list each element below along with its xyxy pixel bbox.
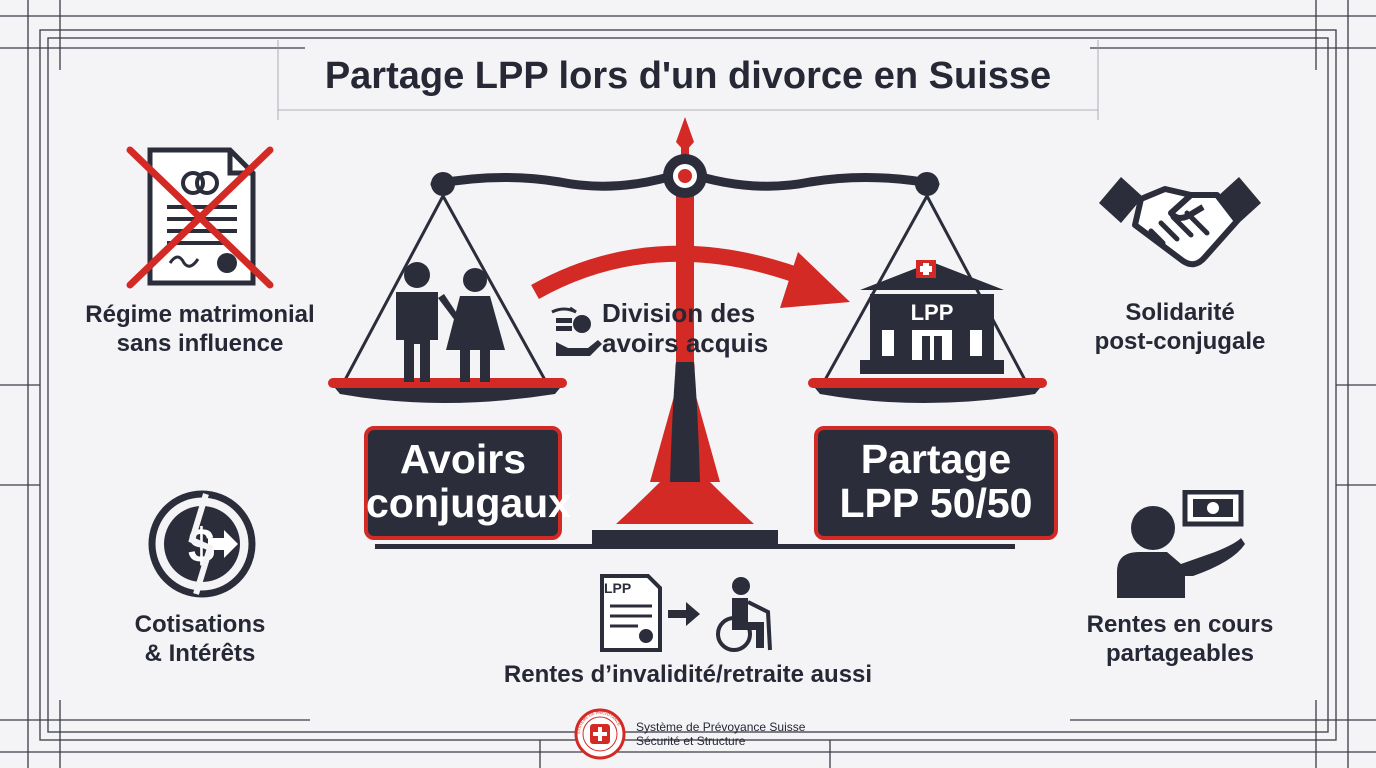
balance-scale: [328, 117, 1058, 549]
scale-right-box: Partage LPP 50/50: [816, 437, 1056, 525]
right-top-caption: Solidarité post-conjugale: [1030, 298, 1330, 356]
arrow-label-line1: Division des: [602, 298, 756, 328]
scale-right-line1: Partage: [860, 436, 1012, 482]
lpp-document-to-wheelchair-icon: [600, 574, 772, 652]
left-top-caption: Régime matrimonial sans influence: [50, 300, 350, 358]
arrow-label-line2: avoirs acquis: [602, 328, 769, 358]
crossed-marriage-certificate-icon: [126, 146, 274, 289]
left-top-line2: sans influence: [116, 330, 284, 357]
footer-line2: Sécurité et Structure: [636, 734, 746, 748]
person-receiving-money-icon: [1117, 490, 1245, 598]
page-title: Partage LPP lors d'un divorce en Suisse: [324, 55, 1052, 97]
footer-line1: Système de Prévoyance Suisse: [636, 720, 806, 734]
scale-left-line2: conjugaux: [366, 480, 572, 526]
scale-left-box: Avoirs conjugaux: [366, 436, 572, 526]
seal-ring-text: SYSTÈME DE PRÉVOYANCE: [576, 710, 622, 734]
left-bottom-line2: & Intérêts: [144, 640, 256, 667]
right-bottom-line2: partageables: [1105, 640, 1255, 667]
bottom-center-caption: Rentes d’invalidité/retraite aussi: [503, 661, 873, 688]
right-bottom-line1: Rentes en cours: [1086, 611, 1274, 638]
arrow-label: Division des avoirs acquis: [602, 298, 822, 358]
handshake-icon: [1099, 177, 1261, 268]
footer-text: Système de Prévoyance Suisse Sécurité et…: [636, 720, 805, 748]
swiss-seal-icon: [574, 708, 626, 760]
scale-right-line2: LPP 50/50: [839, 480, 1033, 526]
left-bottom-line1: Cotisations: [134, 611, 266, 638]
doc-label: LPP: [604, 580, 632, 596]
right-top-line1: Solidarité: [1125, 299, 1235, 326]
scale-left-line1: Avoirs: [399, 436, 527, 482]
right-top-line2: post-conjugale: [1094, 328, 1266, 355]
left-bottom-caption: Cotisations & Intérêts: [50, 610, 350, 668]
left-top-line1: Régime matrimonial: [85, 301, 315, 328]
dollar-arrow-icon: $: [148, 490, 256, 598]
svg-text:SYSTÈME DE PRÉVOYANCE: SYSTÈME DE PRÉVOYANCE: [576, 710, 622, 734]
seal-text: SYSTÈME DE PRÉVOYANCE: [576, 710, 622, 734]
right-bottom-caption: Rentes en cours partageables: [1030, 610, 1330, 668]
building-label: LPP: [910, 300, 954, 325]
